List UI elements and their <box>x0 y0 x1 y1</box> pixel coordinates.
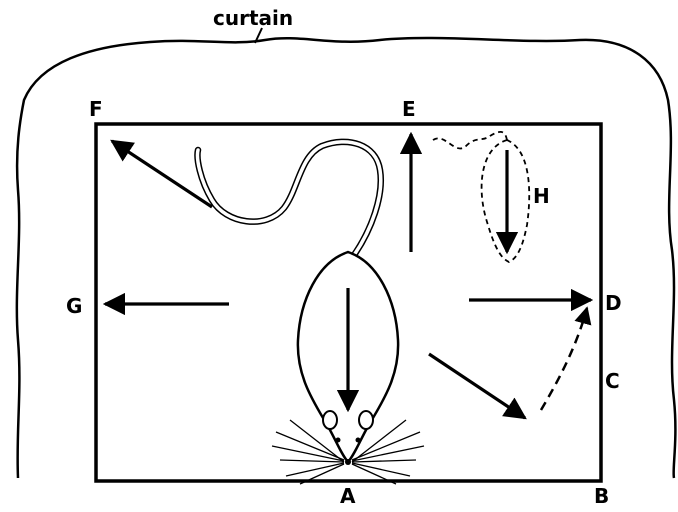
label-E: E <box>402 97 416 121</box>
label-B: B <box>594 484 609 508</box>
dashed-arrow-to-D <box>541 308 587 410</box>
label-C: C <box>605 369 620 393</box>
label-H: H <box>533 184 550 208</box>
label-D: D <box>605 291 622 315</box>
label-A: A <box>340 484 356 508</box>
arrow-toward-C <box>429 354 525 418</box>
dashed-mouse-silhouette <box>433 132 529 262</box>
label-G: G <box>66 294 82 318</box>
mouse-illustration <box>198 142 424 484</box>
label-F: F <box>89 97 103 121</box>
curtain-label: curtain <box>213 6 293 30</box>
